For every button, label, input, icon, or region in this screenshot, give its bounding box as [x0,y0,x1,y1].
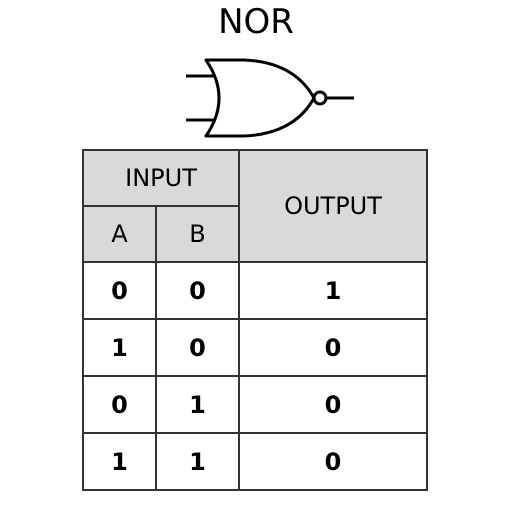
nor-gate-icon [186,58,354,138]
column-label-a: A [82,205,157,263]
cell-output: 1 [238,261,429,320]
cell-b: 0 [154,261,241,320]
cell-a: 1 [82,318,157,377]
table-row: 0 1 0 [82,375,429,434]
cell-output: 0 [238,432,429,491]
truth-table: INPUT OUTPUT A B 0 0 1 1 0 0 0 1 0 1 1 0 [81,149,429,491]
cell-a: 0 [82,261,157,320]
cell-output: 0 [238,375,429,434]
gate-title: NOR [218,2,294,42]
input-header: INPUT [81,149,241,207]
column-label-row: A B [82,205,427,263]
output-header: OUTPUT [238,149,429,263]
header-row: INPUT OUTPUT [81,149,429,263]
cell-b: 1 [154,375,241,434]
table-row: 1 1 0 [82,432,429,491]
inversion-bubble [312,90,328,106]
cell-b: 0 [154,318,241,377]
column-label-b: B [154,205,241,263]
table-row: 0 0 1 [82,261,429,320]
cell-a: 0 [82,375,157,434]
table-row: 1 0 0 [82,318,429,377]
cell-a: 1 [82,432,157,491]
gate-body [204,58,316,138]
cell-b: 1 [154,432,241,491]
cell-output: 0 [238,318,429,377]
